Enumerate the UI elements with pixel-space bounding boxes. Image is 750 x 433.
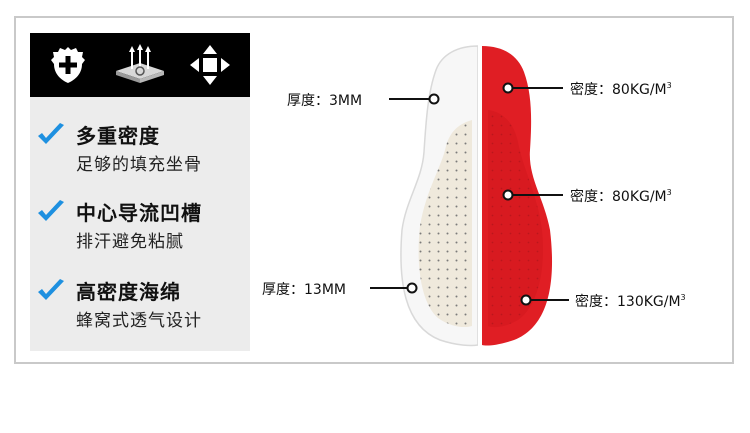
leader-line [370, 287, 407, 289]
feature-subtitle: 蜂窝式透气设计 [76, 311, 202, 331]
leader-line [513, 87, 563, 89]
density-bottom-label: 密度：130KG/M3 [575, 293, 686, 310]
leader-line [513, 194, 563, 196]
check-icon [36, 199, 66, 225]
feature-subtitle: 排汗避免粘腻 [76, 232, 184, 252]
expand-arrows-icon [188, 43, 232, 87]
leader-line [531, 299, 569, 301]
check-icon [36, 122, 66, 148]
shield-cross-icon [46, 43, 90, 87]
feature-subtitle: 足够的填充坐骨 [76, 155, 202, 175]
density-top-label: 密度：80KG/M3 [570, 81, 672, 98]
cooling-vents-icon [112, 43, 168, 87]
feature-title: 多重密度 [76, 124, 160, 148]
thickness-bottom-label: 厚度：13MM [262, 282, 346, 298]
thickness-top-label: 厚度：3MM [287, 93, 363, 109]
icon-bar [30, 33, 250, 97]
feature-title: 中心导流凹槽 [76, 201, 202, 225]
check-icon [36, 278, 66, 304]
leader-line [389, 98, 429, 100]
density-middle-label: 密度：80KG/M3 [570, 188, 672, 205]
feature-title: 高密度海绵 [76, 280, 181, 304]
